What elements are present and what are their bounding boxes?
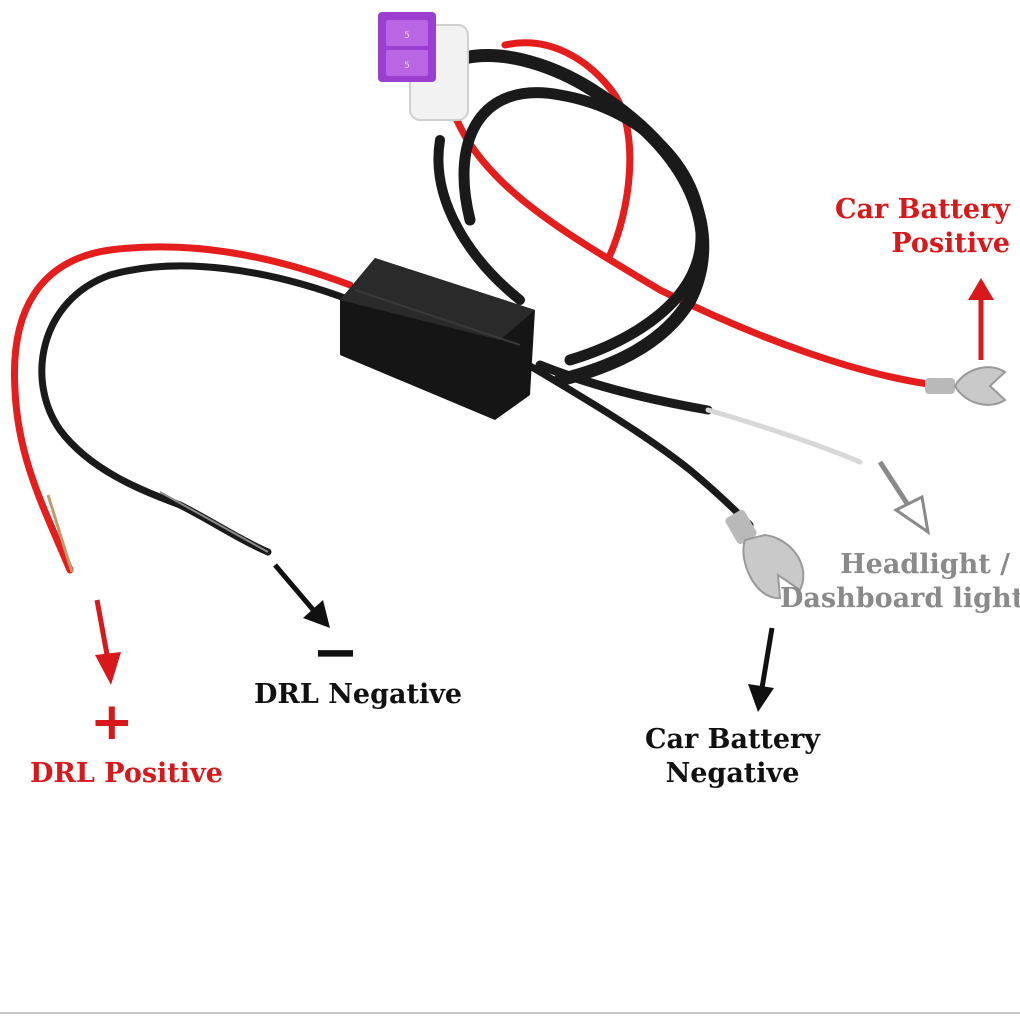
- black-wire-drl-negative: [38, 262, 354, 556]
- label-car-battery-negative-line2: Negative: [665, 758, 800, 789]
- ring-terminal-negative: [725, 509, 805, 600]
- arrow-battery-positive: [968, 278, 994, 360]
- minus-symbol: −: [312, 620, 359, 685]
- black-wire-loop-3: [433, 135, 525, 305]
- ring-terminal-positive: [925, 366, 1007, 406]
- label-car-battery-negative-line1: Car Battery: [645, 724, 820, 755]
- label-headlight-line1: Headlight /: [840, 549, 1010, 580]
- arrow-drl-positive: [94, 599, 121, 685]
- label-car-battery-positive: Car Battery Positive: [800, 193, 1010, 261]
- bottom-divider: [0, 1012, 1020, 1014]
- label-headlight-line2: Dashboard light: [780, 583, 1020, 614]
- label-drl-positive: DRL Positive: [30, 758, 223, 789]
- arrow-battery-negative: [748, 627, 775, 712]
- label-car-battery-negative: Car Battery Negative: [630, 723, 835, 791]
- fuse-marking-top: 5: [404, 31, 410, 41]
- arrow-drl-negative: [273, 563, 330, 628]
- blade-fuse: 5 5: [378, 12, 436, 82]
- gray-wire-headlight: [705, 407, 863, 465]
- fuse-marking-bottom: 5: [404, 61, 410, 71]
- red-wire-top-loop: [501, 39, 634, 259]
- label-drl-negative: DRL Negative: [254, 679, 463, 710]
- label-car-battery-positive-line2: Positive: [891, 228, 1010, 259]
- black-wire-battery-negative: [516, 356, 754, 529]
- control-box: [340, 258, 535, 420]
- red-wire-drl-positive: [10, 243, 354, 574]
- black-wire-headlight: [535, 360, 713, 415]
- stripped-end-negative: [159, 491, 269, 553]
- black-wire-loop-2: [458, 87, 707, 366]
- label-headlight: Headlight / Dashboard light: [780, 548, 1020, 616]
- label-car-battery-positive-line1: Car Battery: [835, 194, 1010, 225]
- plus-symbol: +: [90, 692, 134, 752]
- stripped-end-positive: [46, 494, 74, 573]
- red-wire-battery-positive: [444, 91, 939, 389]
- arrow-headlight: [877, 460, 931, 536]
